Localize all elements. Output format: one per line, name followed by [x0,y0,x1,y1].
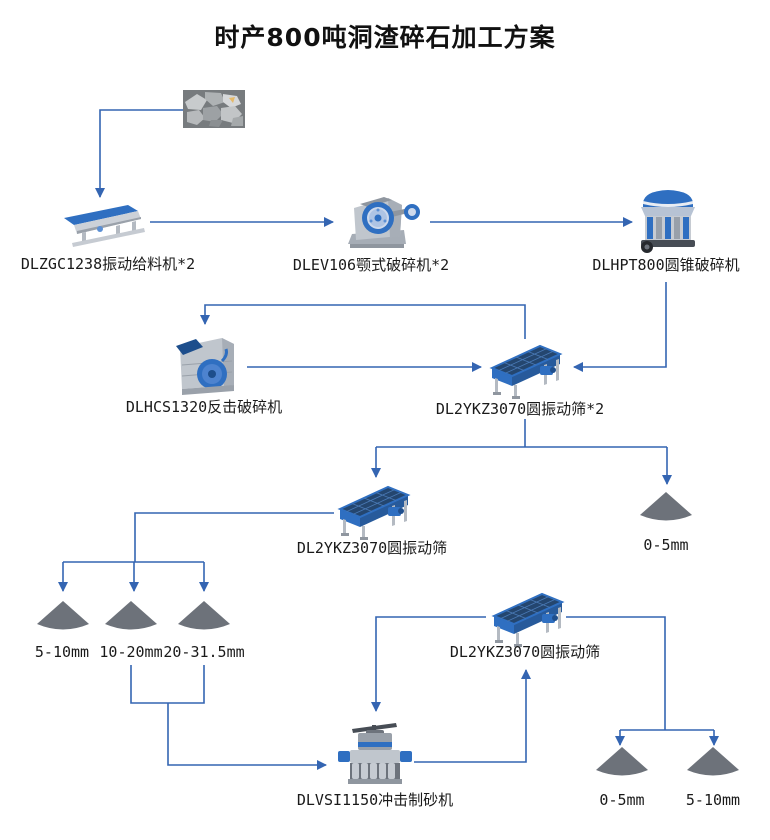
sand-maker-machine-icon [336,720,414,792]
pile-0-5-top-icon [639,492,693,524]
connector-cone-to-screen1 [573,282,667,372]
pile-0-5-top-label: 0-5mm [643,536,689,554]
page-title: 时产800吨洞渣碎石加工方案 [214,23,556,52]
impact-crusher-machine-icon [170,331,246,397]
cone-crusher-machine-icon [634,186,702,254]
pile-5-10-left-icon [36,601,90,633]
jaw-crusher-label: DLEV106颚式破碎机*2 [292,256,450,274]
pile-5-10-bottom-icon [686,747,740,779]
connector-screen2-left [134,512,334,562]
screen-3-machine-icon [486,588,572,648]
feeder-machine-icon [60,198,150,253]
jaw-crusher-machine-icon [340,190,430,252]
connector-sandmaker-to-screen3 [414,669,531,763]
cone-crusher-label: DLHPT800圆锥破碎机 [592,256,740,274]
pile-5-10-bottom-label: 5-10mm [685,791,741,809]
connector-piles-to-sandmaker [167,703,327,770]
screen-2-label: DL2YKZ3070圆振动筛 [296,539,448,557]
connector-screen3-right [566,616,666,730]
pile-0-5-bottom-label: 0-5mm [599,791,645,809]
connector-screen1-to-impact [200,304,526,339]
pile-20-31-5-label: 20-31.5mm [163,643,245,661]
sand-maker-label: DLVSI1150冲击制砂机 [296,791,454,809]
screen-1-machine-icon [484,340,570,400]
screen-2-machine-icon [332,481,418,541]
pile-10-20-icon [104,601,158,633]
connector-piles-merge [130,665,205,704]
screen-1-label: DL2YKZ3070圆振动筛*2 [435,400,605,418]
pile-20-31-5-icon [177,601,231,633]
connector-screen3-to-sandmaker [371,616,486,712]
raw-material-image [183,90,245,128]
connector-material-to-feeder [95,109,183,198]
impact-crusher-label: DLHCS1320反击破碎机 [125,398,283,416]
pile-5-10-left-label: 5-10mm [34,643,90,661]
pile-10-20-label: 10-20mm [99,643,163,661]
feeder-label: DLZGC1238振动给料机*2 [20,255,196,273]
screen-3-label: DL2YKZ3070圆振动筛 [449,643,601,661]
pile-0-5-bottom-icon [595,747,649,779]
